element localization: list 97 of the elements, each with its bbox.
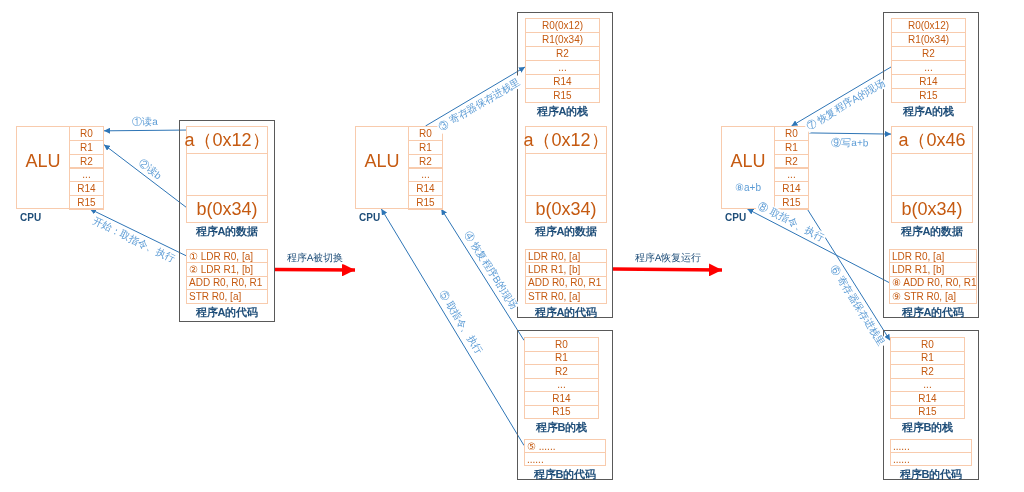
table-heading: 程序A的栈 (535, 104, 590, 118)
memory-cell: a（0x46 (891, 126, 973, 154)
memory-cell: R14 (525, 74, 600, 89)
memory-cell: ⑨ STR R0, [a] (889, 289, 977, 304)
memory-cell: ⑧ ADD R0, R0, R1 (889, 275, 977, 291)
edge-label: ⑨写a+b (830, 136, 870, 149)
table-heading: 程序A的代码 (194, 304, 260, 319)
memory-cell: ...... (524, 452, 606, 466)
memory-cell: ⑤ ...... (524, 439, 606, 453)
memory-cell: R0 (524, 337, 599, 352)
edge-label: 程序A恢复运行 (633, 251, 702, 264)
memory-cell: b(0x34) (525, 195, 607, 223)
memory-cell (525, 153, 607, 196)
memory-cell: STR R0, [a] (186, 289, 268, 304)
memory-cell: R1 (890, 350, 965, 365)
arrow (440, 208, 525, 341)
memory-cell: b(0x34) (891, 195, 973, 223)
memory-cell: ADD R0, R0, R1 (525, 275, 607, 291)
alu-label: ALU (729, 151, 767, 172)
arrow (425, 66, 526, 127)
memory-cell: R0(0x12) (525, 18, 600, 33)
register-cell: ... (408, 167, 443, 183)
arrow (806, 208, 891, 341)
edge-label: ①读a (131, 116, 159, 129)
memory-cell: R15 (525, 88, 600, 103)
memory-cell: ① LDR R0, [a] (186, 249, 268, 264)
table-heading: 程序A的代码 (533, 304, 599, 319)
memory-cell: R2 (890, 364, 965, 379)
register-cell: ... (69, 167, 104, 183)
memory-cell: ... (524, 377, 599, 392)
memory-cell: R15 (890, 404, 965, 419)
memory-cell: ... (525, 60, 600, 75)
register-cell: ... (774, 167, 809, 183)
table-heading: 程序B的代码 (532, 467, 598, 481)
cpu-box (16, 126, 104, 209)
arrow (613, 263, 722, 277)
memory-cell: R15 (891, 88, 966, 103)
memory-cell: b(0x34) (186, 195, 268, 223)
memory-cell: R0(0x12) (891, 18, 966, 33)
memory-cell: a（0x12） (525, 126, 607, 154)
arrow (275, 263, 355, 277)
register-cell: R2 (69, 153, 104, 169)
memory-cell: a（0x12） (186, 126, 268, 154)
edge-label: ③ 寄存器保存进栈里 (436, 74, 524, 134)
table-heading: 程序A的代码 (900, 304, 966, 319)
memory-cell: ② LDR R1, [b] (186, 262, 268, 277)
register-cell: R15 (69, 195, 104, 210)
cpu-label: CPU (725, 212, 747, 223)
arrow (89, 208, 187, 257)
memory-cell: ... (890, 377, 965, 392)
arrow (103, 144, 187, 208)
memory-cell: R14 (890, 391, 965, 406)
memory-cell: ADD R0, R0, R1 (186, 275, 268, 291)
table-heading: 程序A的栈 (901, 104, 956, 118)
memory-cell: R1(0x34) (525, 32, 600, 47)
memory-cell: R14 (891, 74, 966, 89)
memory-cell: R2 (525, 46, 600, 61)
arrow (791, 66, 892, 127)
register-cell: R2 (774, 153, 809, 169)
memory-cell: ...... (890, 452, 972, 466)
cpu-label: CPU (359, 212, 381, 223)
memory-cell (186, 153, 268, 196)
memory-cell: R14 (524, 391, 599, 406)
memory-frame (883, 12, 979, 318)
memory-frame (883, 330, 979, 480)
table-heading: 程序A的数据 (899, 224, 965, 238)
memory-cell: R1 (524, 350, 599, 365)
table-heading: 程序B的栈 (534, 420, 589, 434)
memory-cell: ...... (890, 439, 972, 453)
memory-cell: ... (891, 60, 966, 75)
table-heading: 程序B的栈 (900, 420, 955, 434)
memory-frame (517, 330, 613, 480)
arrow (103, 127, 187, 134)
alu-label: ALU (363, 151, 401, 172)
register-cell: R15 (408, 195, 443, 210)
memory-cell: LDR R0, [a] (525, 249, 607, 264)
arrow (746, 208, 890, 283)
memory-cell: LDR R1, [b] (525, 262, 607, 277)
memory-cell: R2 (524, 364, 599, 379)
memory-cell: STR R0, [a] (525, 289, 607, 304)
arrow (380, 208, 525, 446)
register-cell: R2 (408, 153, 443, 169)
memory-cell: R1(0x34) (891, 32, 966, 47)
edge-label: 程序A被切换 (285, 251, 345, 264)
memory-cell: LDR R0, [a] (889, 249, 977, 264)
memory-cell: R0 (890, 337, 965, 352)
table-heading: 程序A的数据 (194, 224, 260, 238)
table-heading: 程序A的数据 (533, 224, 599, 238)
table-heading: 程序B的代码 (898, 467, 964, 481)
memory-cell: R2 (891, 46, 966, 61)
memory-frame (179, 120, 275, 322)
memory-cell (891, 153, 973, 196)
cpu-label: CPU (20, 212, 42, 223)
memory-cell: LDR R1, [b] (889, 262, 977, 277)
alu-label: ALU (24, 151, 62, 172)
memory-cell: R15 (524, 404, 599, 419)
sum-note: ⑧a+b (734, 182, 762, 193)
